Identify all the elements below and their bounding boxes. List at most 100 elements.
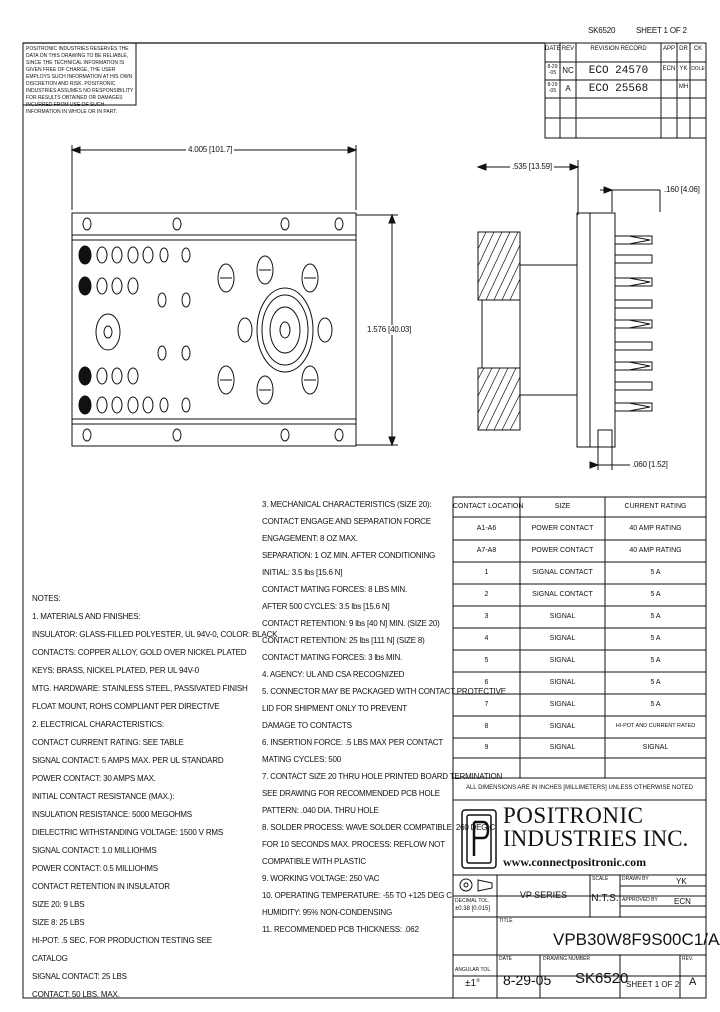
drawn-by-label: DRAWN BY: [622, 876, 649, 882]
note-9: POWER CONTACT: 30 AMPS MAX.: [32, 774, 156, 783]
title-label: TITLE: [499, 918, 513, 924]
ct-header-size: SIZE: [554, 503, 571, 510]
mid-note-15: MATING CYCLES: 500: [262, 755, 341, 764]
ct-r1-c2: 40 AMP RATING: [629, 547, 682, 554]
rev-label: REV.: [682, 956, 694, 962]
ct-r2-c2: 5 A: [650, 569, 661, 576]
side-view: [476, 160, 661, 470]
company-name-line2: INDUSTRIES INC.: [503, 826, 689, 851]
ct-r8-c2: 5 A: [650, 701, 661, 708]
angular-tol-value: ±1°: [465, 978, 481, 989]
dim-side-depth: .535 [13.59]: [510, 162, 554, 172]
notes-heading: NOTES:: [32, 594, 61, 603]
mid-note-14: 6. INSERTION FORCE: .5 LBS MAX PER CONTA…: [262, 738, 444, 747]
mid-note-10: 4. AGENCY: UL AND CSA RECOGNIZED: [262, 670, 405, 679]
note-6: 2. ELECTRICAL CHARACTERISTICS:: [32, 720, 164, 729]
note-19: CATALOG: [32, 954, 68, 963]
date-label: DATE: [499, 956, 512, 962]
note-0: 1. MATERIALS AND FINISHES:: [32, 612, 141, 621]
mid-note-12: LID FOR SHIPMENT ONLY TO PREVENT: [262, 704, 407, 713]
top-sheet-number: SK6520: [588, 26, 616, 35]
ct-r8-c0: 7: [484, 701, 489, 708]
note-3: KEYS: BRASS, NICKEL PLATED, PER UL 94V-0: [32, 666, 199, 675]
ct-r2-c0: 1: [484, 569, 489, 576]
ct-footnote: ALL DIMENSIONS ARE IN INCHES [MILLIMETER…: [465, 785, 694, 791]
ct-r7-c1: SIGNAL: [549, 679, 576, 686]
sheet-info: SHEET 1 OF 2: [626, 980, 680, 989]
ct-r1-c0: A7-A8: [476, 547, 497, 554]
rev-header-rev: REV: [561, 46, 575, 52]
rev-header-app: APP: [662, 46, 675, 52]
ct-r6-c0: 5: [484, 657, 489, 664]
ct-r4-c0: 3: [484, 613, 489, 620]
title-block-lines: [452, 799, 707, 999]
approved-by-label: APPROVED BY: [622, 897, 658, 903]
ct-r0-c2: 40 AMP RATING: [629, 525, 682, 532]
note-5: FLOAT MOUNT, ROHS COMPLIANT PER DIRECTIV…: [32, 702, 220, 711]
revision-table-lines: [544, 42, 707, 139]
mid-note-13: DAMAGE TO CONTACTS: [262, 721, 352, 730]
ct-r3-c1: SIGNAL CONTACT: [532, 591, 593, 598]
proprietary-note: POSITRONIC INDUSTRIES RESERVES THE DATA …: [26, 46, 134, 115]
note-8: SIGNAL CONTACT: 5 AMPS MAX. PER UL STAND…: [32, 756, 224, 765]
mid-note-5: CONTACT MATING FORCES: 8 LBS MIN.: [262, 585, 407, 594]
projection-symbol: [459, 878, 493, 892]
decimal-tol-label: DECIMAL TOL.: [455, 898, 490, 904]
ct-r6-c1: SIGNAL: [549, 657, 576, 664]
ct-r4-c2: 5 A: [650, 613, 661, 620]
note-11: INSULATION RESISTANCE: 5000 MEGOHMS: [32, 810, 192, 819]
ct-r9-c0: 8: [484, 723, 489, 730]
part-number: VPB30W8F9S00C1/AA: [553, 930, 720, 949]
mid-note-24: HUMIDITY: 95% NON-CONDENSING: [262, 908, 392, 917]
note-4: MTG. HARDWARE: STAINLESS STEEL, PASSIVAT…: [32, 684, 248, 693]
note-18: HI-POT: .5 SEC. FOR PRODUCTION TESTING S…: [32, 936, 212, 945]
note-10: INITIAL CONTACT RESISTANCE (MAX.):: [32, 792, 175, 801]
mid-notes: 3. MECHANICAL CHARACTERISTICS (SIZE 20):…: [262, 496, 506, 938]
ct-r9-c2: HI-POT AND CURRENT RATED: [615, 723, 696, 729]
mid-note-22: 9. WORKING VOLTAGE: 250 VAC: [262, 874, 380, 883]
company-name-line1: POSITRONIC: [503, 803, 644, 828]
angular-tol-label: ANGULAR TOL.: [455, 967, 492, 973]
note-13: SIGNAL CONTACT: 1.0 MILLIOHMS: [32, 846, 157, 855]
mid-note-6: AFTER 500 CYCLES: 3.5 lbs [15.6 N]: [262, 602, 390, 611]
rev-row1-rev: NC: [562, 66, 574, 75]
logo-mark: [461, 809, 497, 869]
mid-note-23: 10. OPERATING TEMPERATURE: -55 TO +125 D…: [262, 891, 452, 900]
rev-header-dr: DR: [679, 46, 688, 52]
mid-note-2: ENGAGEMENT: 8 OZ MAX.: [262, 534, 358, 543]
mid-note-1: CONTACT ENGAGE AND SEPARATION FORCE: [262, 517, 431, 526]
date-value: 8-29-05: [503, 972, 552, 988]
rev-header-record: REVISION RECORD: [590, 46, 647, 52]
ct-r6-c2: 5 A: [650, 657, 661, 664]
ct-r5-c2: 5 A: [650, 635, 661, 642]
note-21: CONTACT: 50 LBS. MAX.: [32, 990, 120, 999]
ct-r7-c2: 5 A: [650, 679, 661, 686]
rev-value: A: [689, 976, 697, 988]
mid-note-17: SEE DRAWING FOR RECOMMENDED PCB HOLE: [262, 789, 440, 798]
rev-row1-dr: YK: [679, 66, 688, 72]
ct-r5-c1: SIGNAL: [549, 635, 576, 642]
ct-r10-c0: 9: [484, 744, 489, 751]
ct-r0-c0: A1-A6: [476, 525, 497, 532]
rev-row2-rev: A: [565, 84, 571, 93]
ct-r3-c0: 2: [484, 591, 489, 598]
approved-by-value: ECN: [674, 897, 691, 906]
scale-value: N.T.S.: [591, 893, 619, 904]
ct-header-rating: CURRENT RATING: [624, 503, 687, 510]
note-12: DIELECTRIC WITHSTANDING VOLTAGE: 1500 V …: [32, 828, 223, 837]
mid-note-20: FOR 10 SECONDS MAX. PROCESS: REFLOW NOT: [262, 840, 445, 849]
rev-row1-app: ECN: [662, 66, 676, 72]
rev-header-ck: CK: [693, 46, 703, 52]
ct-r0-c1: POWER CONTACT: [531, 525, 594, 532]
mid-note-16: 7. CONTACT SIZE 20 THRU HOLE PRINTED BOA…: [262, 772, 503, 781]
mid-note-7: CONTACT RETENTION: 9 lbs [40 N] MIN. (SI…: [262, 619, 440, 628]
mid-note-3: SEPARATION: 1 OZ MIN. AFTER CONDITIONING: [262, 551, 436, 560]
company-website: www.connectpositronic.com: [503, 855, 647, 869]
ct-r10-c2: SIGNAL: [642, 744, 669, 751]
dim-tail-top: .160 [4.06]: [664, 185, 700, 194]
ct-r2-c1: SIGNAL CONTACT: [532, 569, 593, 576]
note-2: CONTACTS: COPPER ALLOY, GOLD OVER NICKEL…: [32, 648, 247, 657]
contact-table-lines: [452, 496, 707, 801]
drawing-number-label: DRAWING NUMBER: [543, 956, 591, 962]
rev-header-date: DATE: [545, 46, 561, 52]
